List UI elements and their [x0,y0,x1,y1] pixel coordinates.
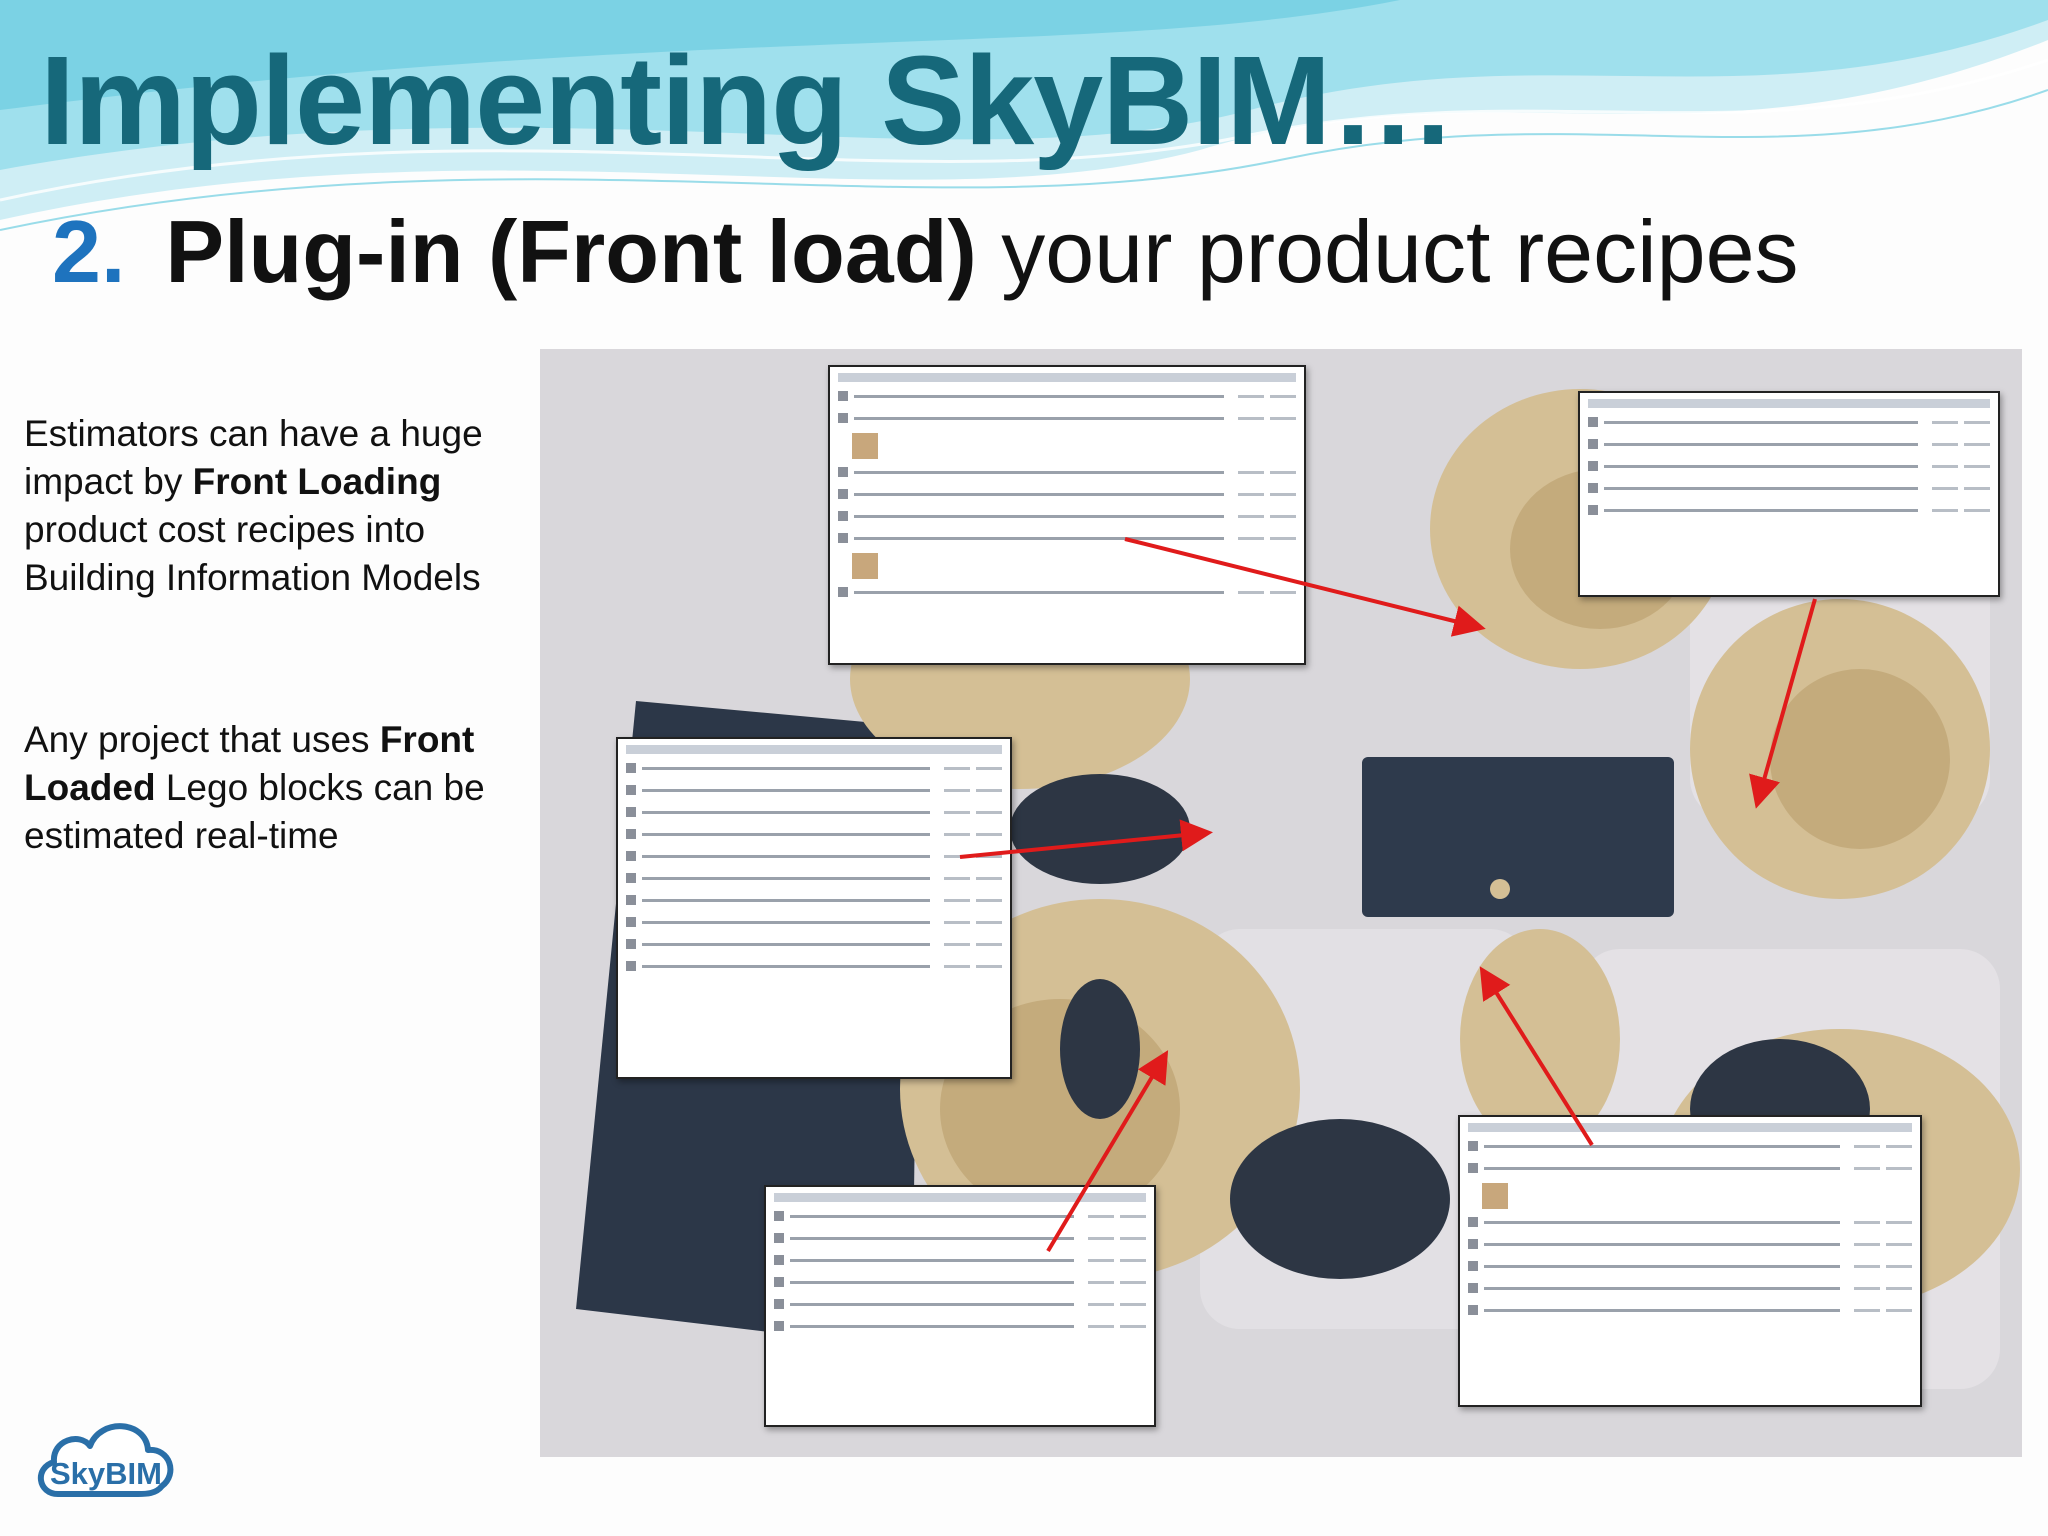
recipe-screenshot-interior-wall [828,365,1306,665]
subtitle-text: your product recipes [976,202,1799,301]
recipe-screenshot-exterior-wall [1458,1115,1922,1407]
recipe-screenshot-glazing [1578,391,2000,597]
paragraph-bold-text: Front Loaded [24,719,475,808]
baseplate-small [1362,757,1674,917]
paragraph-text: Estimators can have a huge impact by [24,413,483,502]
paragraph-front-loading: Estimators can have a huge impact by Fro… [24,410,544,602]
paragraph-real-time: Any project that uses Front Loaded Lego … [24,716,544,860]
paragraph-text: Lego blocks can be estimated real-time [24,767,485,856]
logo-text: SkyBIM [50,1456,162,1491]
lego-photo-with-recipe-screenshots [540,349,2022,1457]
subtitle-bold-text: Plug-in (Front load) [165,202,977,301]
slide-subtitle: 2.Plug-in (Front load) your product reci… [52,208,1799,296]
paragraph-bold-text: Front Loading [192,461,442,502]
header-wave-decoration [0,0,2048,231]
slide-title: Implementing SkyBIM… [40,30,1456,171]
skybim-cloud-logo-icon [37,1423,174,1497]
paragraph-text: product cost recipes into Building Infor… [24,509,481,598]
recipe-screenshot-floor [764,1185,1156,1427]
recipe-screenshot-external-door [616,737,1012,1079]
subtitle-number: 2. [52,202,126,301]
paragraph-text: Any project that uses [24,719,380,760]
